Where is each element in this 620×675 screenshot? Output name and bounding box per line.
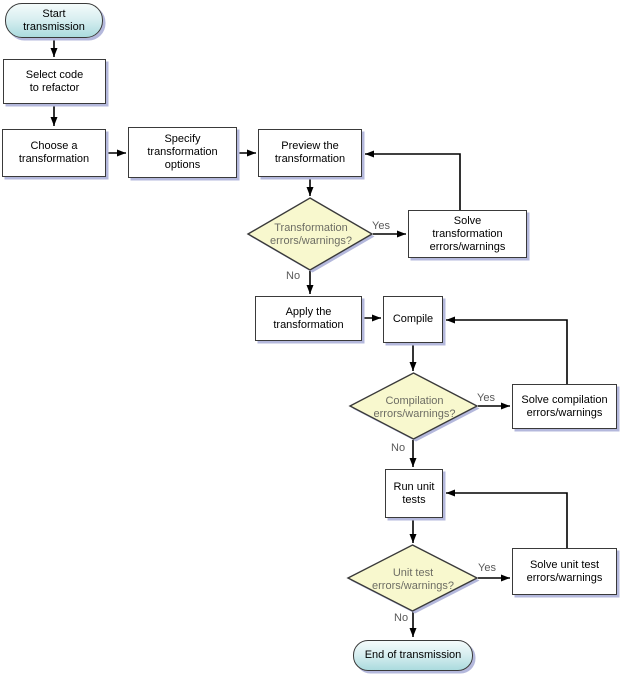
- node-solve-unit-test: Solve unit test errors/warnings: [512, 548, 617, 595]
- node-label: Preview the transformation: [274, 140, 346, 165]
- edge-label-yes-compilation: Yes: [477, 392, 495, 404]
- node-unit-test-errors-decision: Unit test errors/warnings?: [346, 543, 480, 616]
- diamond-body: [346, 544, 479, 612]
- node-label: Compilation errors/warnings?: [373, 394, 456, 420]
- node-label: Unit test errors/warnings?: [372, 566, 454, 592]
- edge-solve-compilation-to-compile: [446, 316, 568, 384]
- diamond-shape: [348, 372, 480, 442]
- node-label: Start transmission: [23, 7, 85, 33]
- diamond-shape: [246, 197, 375, 273]
- node-label: End of transmission: [364, 649, 462, 661]
- node-choose-transformation: Choose a transformation: [2, 129, 106, 177]
- node-label: Compile: [392, 313, 434, 325]
- edge-solve-unit-test-to-run: [446, 489, 568, 548]
- diamond-body: [246, 197, 374, 271]
- edge-label-yes-unittest: Yes: [478, 562, 496, 574]
- edge-label-no-transformation: No: [286, 270, 301, 282]
- node-label: Solve transformation errors/warnings: [429, 214, 506, 253]
- node-label: Select code to refactor: [25, 68, 84, 94]
- node-label: Solve compilation errors/warnings: [521, 393, 608, 419]
- node-label: Choose a transformation: [18, 140, 90, 165]
- node-select-code: Select code to refactor: [3, 59, 106, 104]
- node-label: Solve unit test errors/warnings: [526, 558, 603, 584]
- edge-label-no-unittest: No: [394, 612, 409, 624]
- node-run-unit-tests: Run unit tests: [385, 469, 443, 518]
- diamond-shape: [346, 544, 480, 614]
- edge-label-no-compilation: No: [391, 442, 406, 454]
- node-end-terminator: End of transmission: [353, 640, 473, 671]
- node-label: Transformation errors/warnings?: [270, 222, 352, 247]
- diamond-body: [348, 372, 479, 440]
- edge-solve-transformation-to-preview: [365, 150, 461, 210]
- node-label: Apply the transformation: [273, 305, 344, 331]
- node-compilation-errors-decision: Compilation errors/warnings?: [348, 371, 481, 444]
- node-apply-transformation: Apply the transformation: [255, 296, 362, 341]
- node-solve-transformation: Solve transformation errors/warnings: [408, 210, 527, 258]
- node-label: Specify transformation options: [147, 133, 218, 171]
- edge-label-yes-transformation: Yes: [372, 220, 390, 232]
- node-transformation-errors-decision: Transformation errors/warnings?: [246, 195, 376, 275]
- node-preview-transformation: Preview the transformation: [258, 129, 362, 177]
- node-solve-compilation: Solve compilation errors/warnings: [512, 384, 617, 429]
- node-label: Run unit tests: [393, 480, 435, 506]
- node-start-terminator: Start transmission: [5, 3, 103, 38]
- node-specify-options: Specify transformation options: [128, 127, 237, 178]
- node-compile: Compile: [383, 296, 443, 343]
